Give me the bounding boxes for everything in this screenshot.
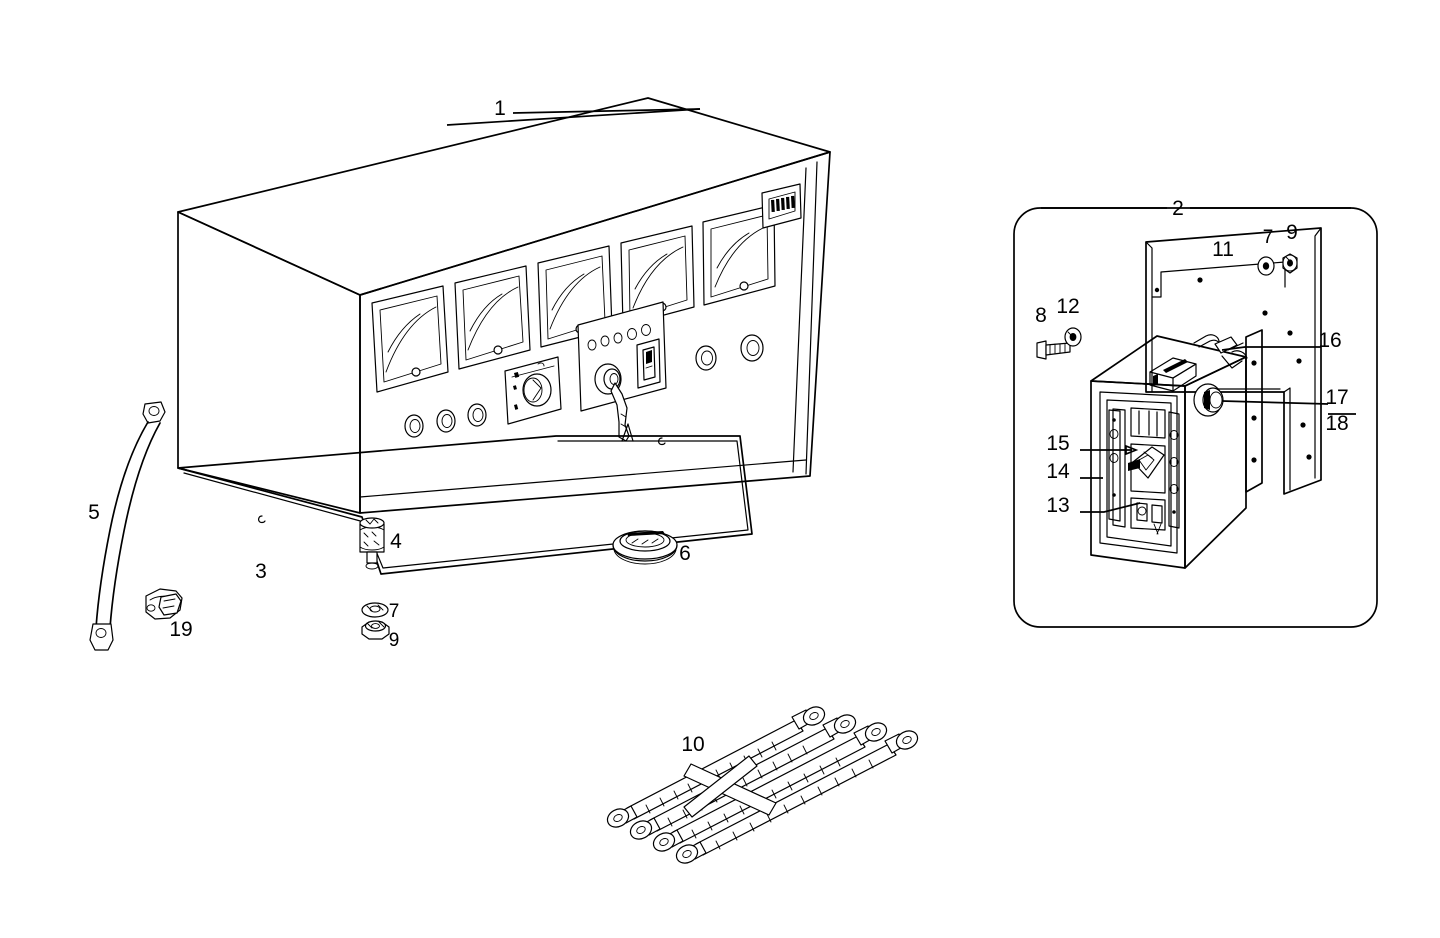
ground-strap	[675, 730, 919, 864]
ground-strap	[606, 706, 826, 828]
leader-17	[1221, 400, 1329, 405]
rotary-selector-switch[interactable]	[504, 356, 562, 425]
battery-terminal-clamp	[145, 588, 183, 620]
cabinet-right-edge-band	[792, 167, 807, 473]
grommet-seal-ring	[612, 530, 678, 565]
callout-label-2: 2	[1172, 197, 1184, 220]
plate-slot-right	[658, 437, 666, 446]
callout-label-16: 16	[1318, 329, 1341, 352]
control-cabinet-assembly	[177, 97, 831, 514]
hex-nut	[361, 620, 390, 640]
hour-meter-digits	[771, 195, 795, 212]
vibration-isolator-mount	[359, 517, 385, 570]
panel-meter-1[interactable]	[371, 285, 449, 393]
callout-labels: 1 2 3 4 5 6 7 9 10 19 7 9 11 8 12 13 14 …	[88, 97, 1349, 756]
breaker-module-detail	[1013, 207, 1378, 628]
strap-binder-band-1	[683, 763, 777, 816]
strap-binder-band-2	[683, 755, 758, 818]
indicator-lamps[interactable]	[587, 324, 651, 351]
breaker-trip-unit	[1108, 407, 1180, 535]
flat-washer	[361, 602, 389, 618]
hex-bolt	[1036, 340, 1071, 360]
cabinet-front-face	[359, 151, 831, 514]
rotary-operator-shaft	[1193, 383, 1224, 417]
breaker-top-block	[1149, 357, 1197, 392]
callout-label-4: 4	[390, 530, 402, 553]
panel-meter-2[interactable]	[454, 265, 531, 370]
leader-lines	[446, 108, 1356, 513]
breaker-frame-cover	[1099, 391, 1178, 554]
detail-callout-box	[1013, 207, 1378, 628]
ground-strap	[652, 722, 888, 852]
callout-label-7-detail: 7	[1263, 227, 1274, 248]
callout-label-3: 3	[255, 560, 267, 583]
battery-cable	[89, 401, 166, 651]
plate-upright-tab	[621, 423, 634, 442]
pilot-lights-left[interactable]	[404, 403, 487, 438]
callout-label-13: 13	[1046, 494, 1069, 517]
callout-label-9-detail: 9	[1286, 221, 1298, 244]
hour-meter-counter[interactable]	[761, 183, 802, 229]
leader-1	[446, 108, 701, 126]
callout-label-14: 14	[1046, 460, 1070, 483]
toggle-switch[interactable]	[636, 338, 661, 389]
leader-13	[1080, 502, 1141, 513]
leader-1b	[512, 108, 701, 114]
plate-slot-left	[258, 515, 266, 524]
callout-label-6: 6	[679, 542, 691, 565]
breaker-handle-link	[1193, 334, 1248, 369]
ignition-key-switch[interactable]	[594, 363, 630, 442]
callout-label-7: 7	[389, 601, 400, 622]
callout-label-12: 12	[1056, 295, 1079, 318]
callout-label-10: 10	[681, 733, 704, 756]
callout-label-19: 19	[169, 618, 192, 641]
callout-label-1: 1	[494, 97, 506, 120]
isolator-stud	[365, 551, 379, 570]
callout-label-18: 18	[1325, 412, 1348, 435]
hex-nut-detail	[1282, 253, 1298, 274]
callout-label-8: 8	[1035, 304, 1047, 327]
pilot-lights-right[interactable]	[695, 334, 764, 371]
mounting-backplate	[1145, 227, 1322, 495]
lock-washer	[1064, 327, 1082, 347]
callout-label-17: 17	[1325, 386, 1348, 409]
callout-label-9: 9	[389, 630, 400, 651]
callout-label-11: 11	[1212, 238, 1234, 261]
cabinet-right-edge-band-2	[805, 161, 818, 475]
cabinet-front-skirt	[359, 459, 807, 498]
panel-meter-5[interactable]	[702, 204, 776, 306]
key-switch-panel[interactable]	[577, 301, 667, 442]
flat-washer-detail	[1257, 256, 1275, 276]
leader-16	[1221, 346, 1321, 351]
callout-label-5: 5	[88, 501, 100, 524]
braided-ground-strap-set	[606, 706, 919, 864]
base-mounting-plate	[177, 423, 753, 575]
callout-label-15: 15	[1046, 432, 1069, 455]
leader-15-arrow	[1125, 444, 1139, 456]
